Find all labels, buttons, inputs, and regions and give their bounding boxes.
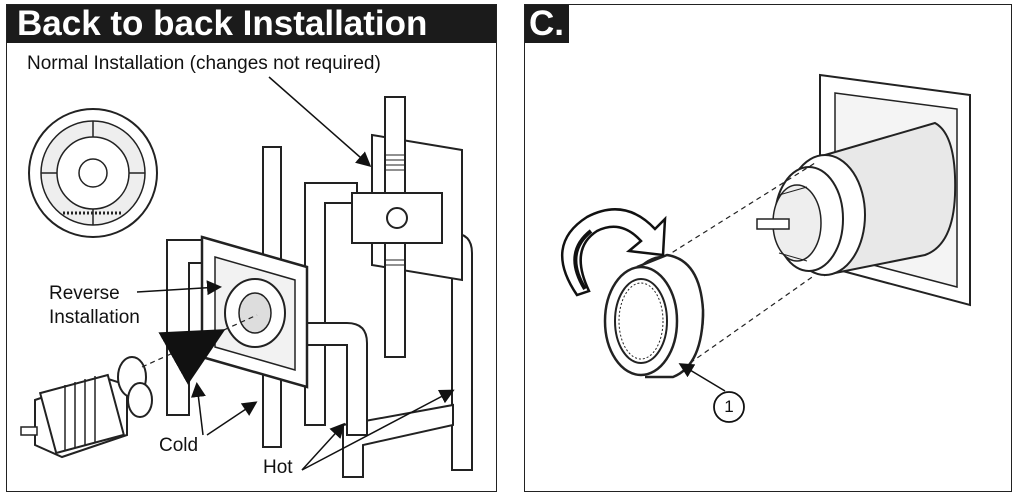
step-title: C. <box>525 5 569 43</box>
reverse-label-line1: Reverse <box>49 283 120 304</box>
adjustment-dial <box>28 108 158 238</box>
rotation-arrow-icon <box>560 208 667 297</box>
alignment-lines <box>664 162 816 364</box>
callout-leaders <box>136 76 455 471</box>
step-c-panel: C. <box>524 4 1012 492</box>
reverse-valve <box>200 235 309 389</box>
callout-1 <box>678 363 745 423</box>
trim-ring <box>603 253 705 379</box>
reverse-label-line2: Installation <box>49 307 140 328</box>
back-to-back-installation-panel: Back to back Installation <box>6 4 497 492</box>
installation-illustration <box>20 76 473 478</box>
normal-valve <box>351 96 463 358</box>
valve-cartridge <box>20 314 258 459</box>
hot-label: Hot <box>263 457 293 478</box>
panel-title: Back to back Installation <box>7 5 496 43</box>
valve-body <box>756 121 957 277</box>
step-c-illustration <box>560 73 971 423</box>
callout-number: 1 <box>724 397 734 416</box>
normal-installation-label: Normal Installation (changes not require… <box>27 53 381 74</box>
cold-label: Cold <box>159 435 199 456</box>
